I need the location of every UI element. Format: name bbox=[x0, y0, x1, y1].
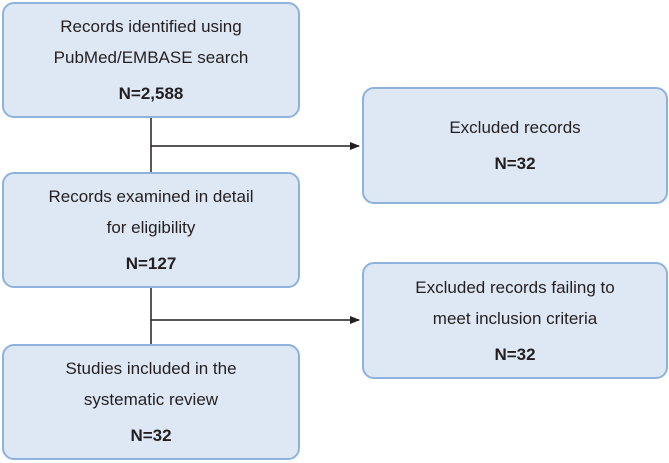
excluded-criteria-count: N=32 bbox=[494, 344, 536, 364]
excluded-criteria-line-2: meet inclusion criteria bbox=[432, 308, 598, 328]
records-identified-line-1: Records identified using bbox=[60, 17, 242, 36]
records-examined-count: N=127 bbox=[125, 254, 177, 273]
records-examined-line-1: Records examined in detail bbox=[48, 187, 254, 206]
excluded-records-count: N=32 bbox=[494, 154, 536, 173]
records-examined-box: Records examined in detail for eligibili… bbox=[2, 172, 300, 288]
studies-included-count: N=32 bbox=[130, 426, 172, 445]
studies-included-line-2: systematic review bbox=[83, 390, 219, 409]
studies-included-line-1: Studies included in the bbox=[65, 359, 237, 378]
records-identified-line-2: PubMed/EMBASE search bbox=[53, 48, 249, 67]
excluded-criteria-line-1: Excluded records failing to bbox=[415, 277, 615, 297]
records-examined-line-2: for eligibility bbox=[106, 218, 196, 237]
studies-included-box: Studies included in the systematic revie… bbox=[2, 344, 300, 460]
records-identified-count: N=2,588 bbox=[118, 84, 184, 103]
excluded-criteria-box: Excluded records failing to meet inclusi… bbox=[362, 262, 668, 379]
excluded-records-line-1: Excluded records bbox=[449, 118, 581, 137]
excluded-records-box: Excluded records N=32 bbox=[362, 87, 668, 204]
records-identified-box: Records identified using PubMed/EMBASE s… bbox=[2, 2, 300, 118]
